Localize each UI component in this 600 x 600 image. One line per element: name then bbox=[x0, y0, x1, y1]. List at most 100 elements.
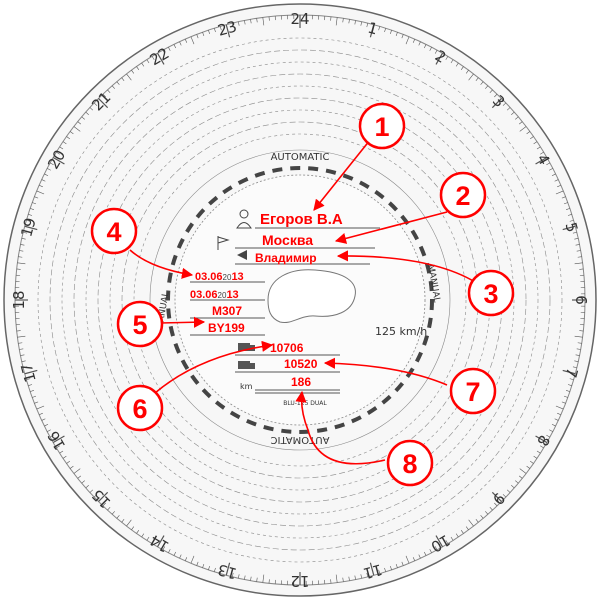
rim-tick bbox=[28, 214, 33, 216]
rim-tick bbox=[136, 530, 140, 534]
badge-number: 3 bbox=[483, 279, 498, 309]
rim-tick bbox=[151, 540, 155, 544]
badge-circle bbox=[449, 367, 497, 415]
rim-tick bbox=[574, 360, 579, 362]
rim-tick bbox=[577, 256, 582, 258]
rim-tick bbox=[369, 24, 375, 38]
rim-tick bbox=[156, 535, 165, 548]
rim-tick bbox=[546, 434, 551, 438]
rim-tick bbox=[485, 85, 489, 89]
rim-tick bbox=[569, 219, 574, 222]
disc-ring bbox=[85, 85, 515, 515]
hour-label: 11 bbox=[361, 560, 384, 582]
rim-tick bbox=[434, 546, 438, 551]
rim-tick bbox=[489, 506, 493, 511]
rim-tick bbox=[238, 574, 240, 579]
rim-tick bbox=[32, 395, 37, 398]
rim-tick bbox=[526, 131, 531, 135]
rim-tick bbox=[435, 52, 444, 65]
rim-tick bbox=[36, 405, 45, 410]
truck-icon-2 bbox=[238, 361, 255, 369]
rim-tick bbox=[98, 491, 109, 502]
badge-8: 8 bbox=[386, 439, 434, 487]
rim-tick bbox=[384, 567, 386, 572]
rim-tick bbox=[555, 190, 564, 195]
rim-tick bbox=[231, 572, 234, 577]
rim-tick bbox=[89, 107, 94, 111]
hour-label: 1 bbox=[366, 19, 380, 39]
rim-tick bbox=[173, 44, 176, 49]
rim-tick bbox=[66, 136, 70, 140]
rim-tick bbox=[429, 549, 432, 553]
rim-tick bbox=[491, 491, 502, 502]
rim-tick bbox=[52, 435, 65, 444]
rim-tick bbox=[17, 335, 26, 338]
disc-ring bbox=[49, 49, 551, 551]
rim-tick bbox=[225, 24, 231, 38]
rim-tick bbox=[468, 73, 474, 81]
annotation-arrows bbox=[129, 139, 476, 465]
rim-tick bbox=[121, 77, 125, 82]
vehicle-number: M307 bbox=[212, 304, 242, 318]
rim-tick bbox=[77, 121, 82, 125]
rim-tick bbox=[342, 577, 344, 582]
rim-tick bbox=[567, 214, 572, 216]
rim-tick bbox=[557, 184, 561, 188]
disc-ticks bbox=[15, 15, 585, 585]
rim-tick bbox=[20, 354, 25, 356]
rim-tick bbox=[565, 208, 570, 210]
rim-tick bbox=[506, 107, 511, 111]
automatic-ring bbox=[166, 166, 434, 434]
hour-label: 12 bbox=[290, 572, 309, 590]
rim-tick bbox=[30, 390, 35, 392]
rim-tick bbox=[47, 168, 51, 171]
rim-tick bbox=[231, 23, 234, 28]
rim-tick bbox=[551, 173, 556, 176]
rim-tick bbox=[102, 502, 106, 507]
rim-tick bbox=[401, 561, 404, 566]
rim-tick bbox=[526, 465, 531, 469]
rim-tick bbox=[405, 36, 410, 45]
rim-tick bbox=[502, 494, 507, 498]
vehicle-region: BY199 bbox=[208, 321, 245, 335]
rim-tick bbox=[575, 244, 580, 246]
arrow-left-icon bbox=[237, 250, 247, 260]
rim-tick bbox=[156, 52, 165, 65]
rim-tick bbox=[354, 20, 356, 25]
rim-tick bbox=[179, 554, 182, 559]
rim-tick bbox=[219, 26, 222, 31]
rim-tick bbox=[41, 418, 46, 421]
rim-tick bbox=[450, 536, 454, 541]
rim-tick bbox=[179, 41, 182, 46]
rim-tick bbox=[18, 342, 23, 344]
badge-5: 5 bbox=[116, 300, 164, 348]
badge-number: 4 bbox=[106, 217, 121, 247]
rim-tick bbox=[390, 30, 392, 35]
rim-tick bbox=[360, 21, 362, 26]
rim-tick bbox=[85, 111, 89, 115]
rim-tick bbox=[256, 18, 258, 23]
rim-tick bbox=[21, 238, 26, 240]
rim-tick bbox=[225, 562, 231, 576]
rim-tick bbox=[575, 354, 580, 356]
rim-tick bbox=[141, 62, 145, 67]
rim-tick bbox=[102, 93, 106, 98]
rim-tick bbox=[56, 151, 60, 155]
rim-tick bbox=[563, 395, 568, 398]
badge-circle bbox=[116, 384, 164, 432]
arrow-5 bbox=[159, 316, 206, 328]
rim-tick bbox=[549, 168, 553, 171]
rim-tick bbox=[93, 494, 98, 498]
badge-circle bbox=[467, 269, 515, 317]
rim-tick bbox=[190, 555, 195, 564]
rim-tick bbox=[475, 77, 479, 82]
rim-tick bbox=[434, 49, 438, 54]
disc-ring bbox=[149, 149, 451, 451]
rim-tick bbox=[480, 515, 484, 519]
speed-label: 125 km/h bbox=[375, 325, 427, 338]
rim-tick bbox=[530, 460, 534, 464]
arrow-8 bbox=[295, 390, 386, 465]
rim-tick bbox=[401, 34, 404, 39]
rim-tick bbox=[480, 81, 484, 85]
